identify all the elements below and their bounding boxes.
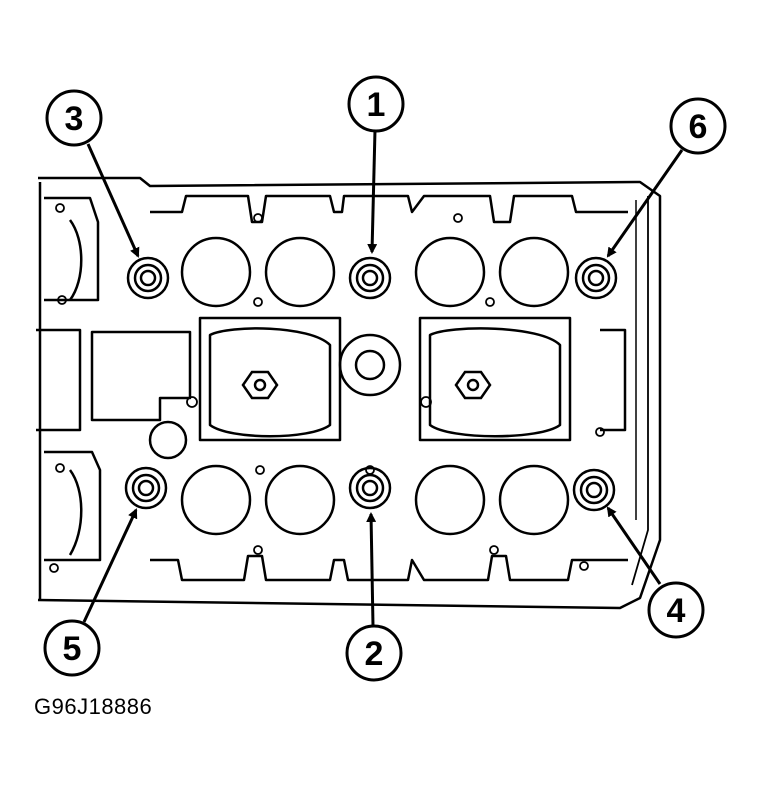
callout-4-label: 4 xyxy=(667,592,686,630)
bolt-5 xyxy=(124,466,168,510)
arrow-5 xyxy=(82,508,138,623)
bolt-3 xyxy=(126,256,170,300)
bolt-heads xyxy=(124,256,618,512)
callout-1: 1 xyxy=(347,75,405,133)
callouts: 1 2 3 4 5 6 xyxy=(43,75,727,682)
arrow-1 xyxy=(367,129,378,254)
arrow-3 xyxy=(86,143,140,258)
callout-6: 6 xyxy=(669,97,727,155)
hex-nuts xyxy=(241,370,492,400)
leader-arrows xyxy=(82,129,684,627)
figure-id-label: G96J18886 xyxy=(34,694,153,719)
callout-3-label: 3 xyxy=(65,100,84,138)
cam-journals xyxy=(148,236,570,536)
callout-3: 3 xyxy=(45,89,103,147)
callout-2: 2 xyxy=(345,624,403,682)
callout-1-label: 1 xyxy=(367,86,386,124)
bolt-4 xyxy=(572,468,616,512)
arrow-2 xyxy=(366,512,377,627)
callout-5-label: 5 xyxy=(63,630,82,668)
arrow-6 xyxy=(606,149,684,258)
bolt-2 xyxy=(348,466,392,510)
callout-6-label: 6 xyxy=(689,108,708,146)
small-holes xyxy=(49,203,605,573)
bolt-1 xyxy=(348,256,392,300)
callout-2-label: 2 xyxy=(365,635,384,673)
cylinder-head-outline xyxy=(36,176,662,610)
bolt-6 xyxy=(574,256,618,300)
callout-5: 5 xyxy=(43,619,101,677)
arrow-4 xyxy=(606,506,662,585)
callout-4: 4 xyxy=(647,581,705,639)
